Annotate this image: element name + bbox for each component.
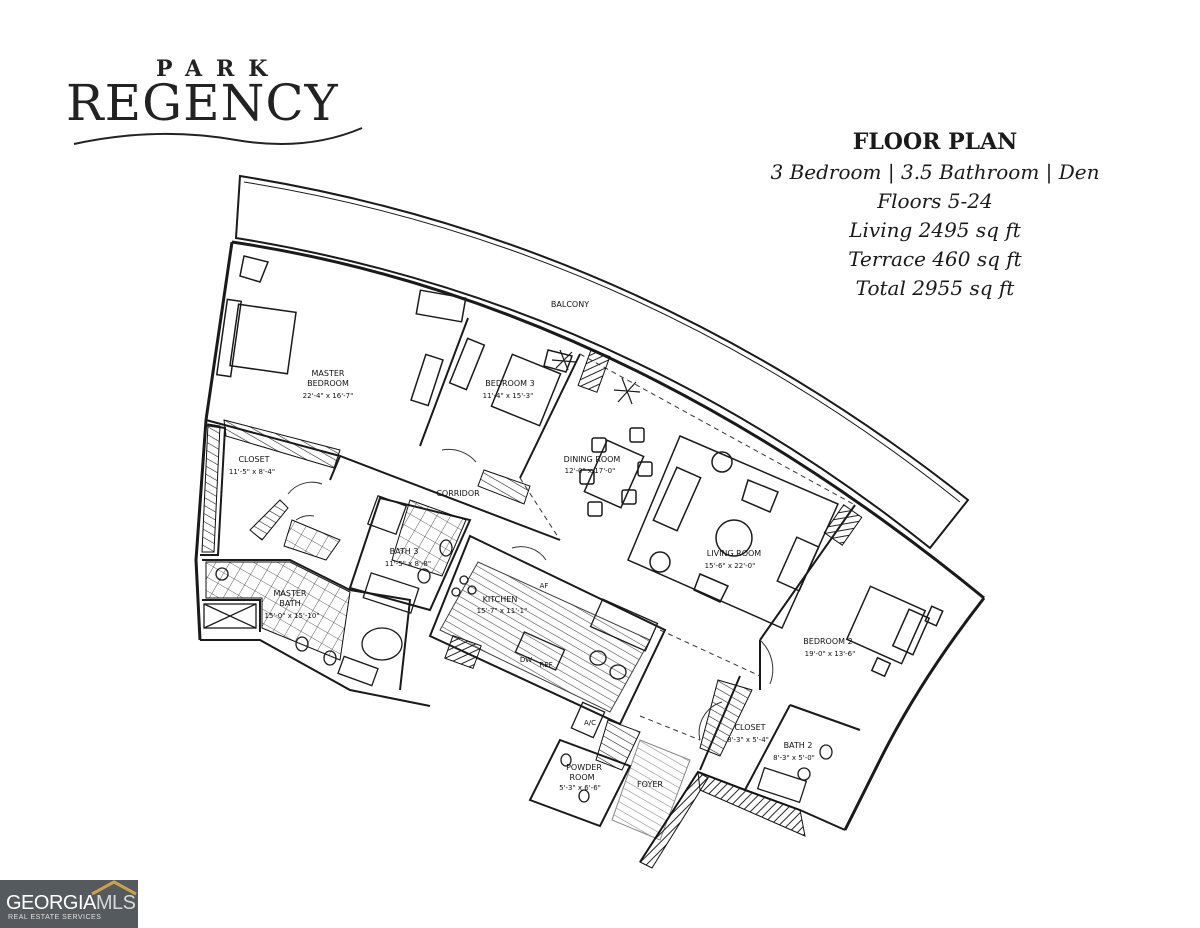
bedroom2-bed [845,585,927,665]
dims-bath-3: 11'-5" x 8'-8" [385,560,431,568]
label-dining-room: DINING ROOM [564,455,621,464]
floors-range: Floors 5-24 [877,189,993,213]
dims-dining-room: 12'-0" x 17'-0" [565,467,616,475]
dims-closet-master: 11'-5" x 8'-4" [229,468,275,476]
label-kitchen: KITCHEN [483,595,518,604]
label-master-bath-2: BATH [279,599,300,608]
georgia-mls-watermark: GEORGIAMLS REAL ESTATE SERVICES [0,880,138,928]
label-powder-room-1: POWDER [566,763,602,772]
georgia-mls-subtitle: REAL ESTATE SERVICES [8,914,102,921]
label-bath-3: BATH 3 [390,547,419,556]
logo-park-text: PARK [156,56,282,82]
label-balcony: BALCONY [551,300,589,309]
label-bedroom-2: BEDROOM 2 [803,637,852,646]
label-master-bedroom-2: BEDROOM [307,379,349,388]
floor-plan-info: FLOOR PLAN 3 Bedroom | 3.5 Bathroom | De… [740,126,1130,303]
fixture-ac: A/C [584,719,596,727]
label-powder-room-2: ROOM [569,773,594,782]
exterior-wall-top [231,240,985,600]
fixture-dw: DW [520,656,532,664]
georgia-mls-brand: GEORGIAMLS [6,892,136,915]
brand-georgia: GEORGIA [6,892,96,914]
brand-mls: MLS [95,892,136,914]
dims-powder-room: 5'-3" x 6'-6" [559,784,601,792]
dims-living-room: 15'-6" x 22'-0" [705,562,756,570]
fixture-af: AF [540,582,549,590]
living-area: Living 2495 sq ft [849,218,1021,242]
park-regency-logo: PARK REGENCY [66,56,366,156]
dims-closet-2: 8'-3" x 5'-4" [727,736,769,744]
unit-configuration: 3 Bedroom | 3.5 Bathroom | Den [770,160,1100,184]
label-bath-2: BATH 2 [784,741,813,750]
dims-bedroom-2: 19'-0" x 13'-6" [805,650,856,658]
label-foyer: FOYER [637,780,663,789]
label-living-room: LIVING ROOM [707,549,762,558]
living-rug [627,435,839,629]
dims-bedroom-3: 11'-4" x 15'-3" [483,392,534,400]
master-bed [229,303,297,375]
dims-kitchen: 15'-7" x 11'-1" [477,607,528,615]
terrace-area: Terrace 460 sq ft [848,247,1022,271]
total-area: Total 2955 sq ft [855,276,1015,300]
label-master-bedroom-1: MASTER [312,369,345,378]
dining-table [583,439,645,509]
dims-master-bedroom: 22'-4" x 16'-7" [303,392,354,400]
floor-plan-title: FLOOR PLAN [852,129,1018,155]
logo-swoosh [73,127,363,145]
logo-regency-text: REGENCY [66,74,339,132]
label-master-bath-1: MASTER [274,589,307,598]
house-roof-icon [91,880,137,896]
label-closet-master: CLOSET [238,455,269,464]
fixture-ref: REF [539,661,552,669]
label-corridor: CORRIDOR [436,489,480,498]
label-closet-2: CLOSET [734,723,765,732]
label-bedroom-3: BEDROOM 3 [485,379,534,388]
bedroom3-bed [490,353,562,427]
balcony-outline [234,174,970,550]
dims-bath-2: 8'-3" x 5'-0" [773,754,815,762]
dims-master-bath: 15'-0" x 15'-10" [264,612,319,620]
